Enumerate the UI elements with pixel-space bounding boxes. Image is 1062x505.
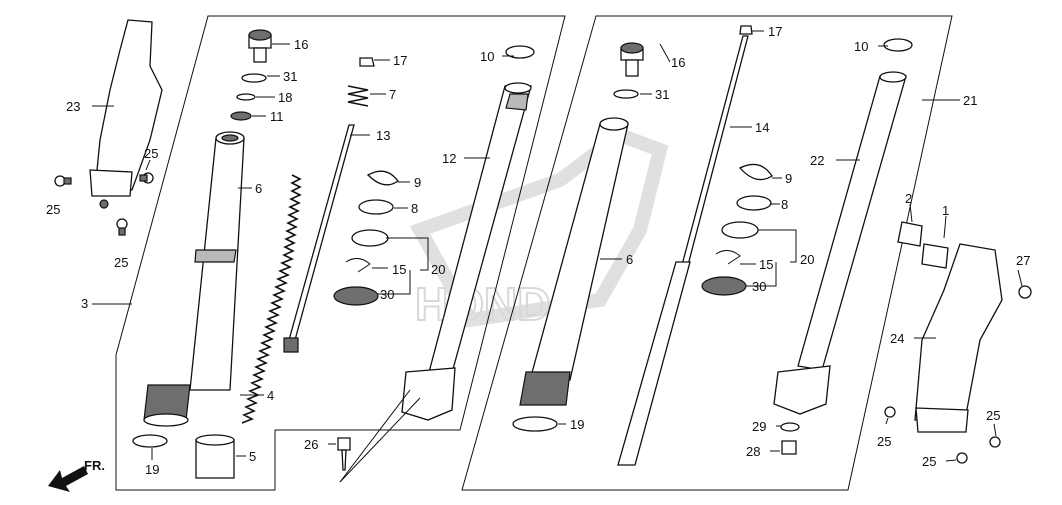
callout-30: 30	[380, 287, 394, 302]
left-assembly-frame	[115, 15, 566, 491]
callout-27: 27	[1016, 253, 1030, 268]
callout-14: 14	[755, 120, 769, 135]
fork-guard-right	[884, 221, 1032, 464]
callout-10: 10	[854, 39, 868, 54]
callout-11: 11	[270, 109, 284, 124]
callout-24: 24	[890, 331, 904, 346]
outer-tube-left	[143, 131, 245, 427]
callout-10: 10	[480, 49, 494, 64]
callout-7: 7	[389, 87, 396, 102]
fork-spring	[241, 174, 302, 424]
callout-22: 22	[810, 153, 824, 168]
leader-lines	[92, 30, 1023, 483]
callout-25: 25	[877, 434, 891, 449]
seal-stack-right	[701, 163, 800, 455]
outer-tube-right	[512, 42, 644, 432]
callout-25: 25	[114, 255, 128, 270]
callout-5: 5	[249, 449, 256, 464]
callout-19: 19	[145, 462, 159, 477]
callout-26: 26	[304, 437, 318, 452]
callout-9: 9	[414, 175, 421, 190]
callout-31: 31	[655, 87, 669, 102]
callout-17: 17	[393, 53, 407, 68]
callout-6: 6	[255, 181, 262, 196]
callout-labels: 23 25 25 25 3 6 4 19 5 16 31 18 11 17 7 …	[46, 24, 1030, 477]
callout-30: 30	[752, 279, 766, 294]
callout-1: 1	[942, 203, 949, 218]
callout-6: 6	[626, 252, 633, 267]
callout-15: 15	[392, 262, 406, 277]
callout-25: 25	[922, 454, 936, 469]
small-parts-left	[132, 29, 272, 479]
callout-28: 28	[746, 444, 760, 459]
callout-15: 15	[759, 257, 773, 272]
callout-12: 12	[442, 151, 456, 166]
callout-18: 18	[278, 90, 292, 105]
callout-21: 21	[963, 93, 977, 108]
inner-tube-left	[401, 45, 535, 421]
right-assembly-frame	[461, 15, 953, 491]
callout-25: 25	[46, 202, 60, 217]
callout-31: 31	[283, 69, 297, 84]
damper-rod-left	[283, 57, 399, 471]
callout-4: 4	[267, 388, 274, 403]
callout-16: 16	[671, 55, 685, 70]
fork-guard-left	[54, 19, 163, 236]
callout-20: 20	[800, 252, 814, 267]
callout-17: 17	[768, 24, 782, 39]
front-direction-marker: FR.	[48, 458, 105, 492]
callout-29: 29	[752, 419, 766, 434]
callout-25: 25	[986, 408, 1000, 423]
assembly-frames	[115, 15, 953, 491]
callout-3: 3	[81, 296, 88, 311]
cartridge-rod-right	[617, 25, 753, 466]
fr-label: FR.	[84, 458, 105, 473]
callout-13: 13	[376, 128, 390, 143]
callout-8: 8	[411, 201, 418, 216]
callout-20: 20	[431, 262, 445, 277]
callout-9: 9	[785, 171, 792, 186]
callout-23: 23	[66, 99, 80, 114]
callout-19: 19	[570, 417, 584, 432]
callout-25: 25	[144, 146, 158, 161]
callout-16: 16	[294, 37, 308, 52]
callout-2: 2	[905, 191, 912, 206]
inner-tube-right	[773, 38, 913, 415]
callout-8: 8	[781, 197, 788, 212]
